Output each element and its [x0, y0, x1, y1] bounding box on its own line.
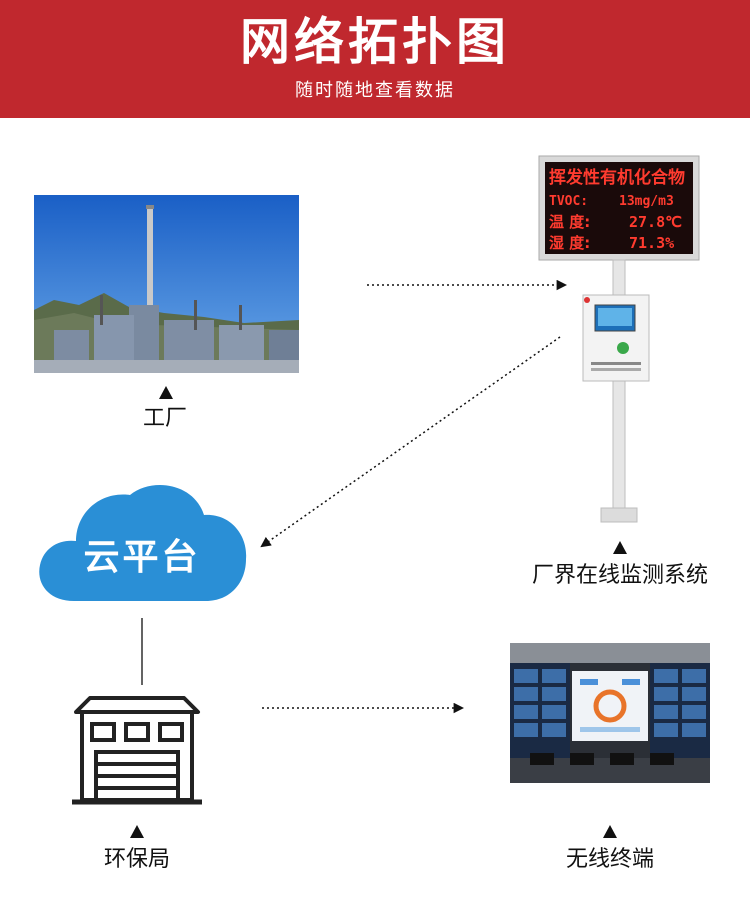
led-temp-name: 温 度: — [549, 213, 590, 231]
epb-label: 环保局 — [103, 847, 170, 872]
led-tvoc-value: 13mg/m3 — [619, 194, 674, 209]
factory-label: 工厂 — [142, 406, 187, 431]
led-line-title: 挥发性有机化合物 — [549, 167, 685, 188]
triangle-marker-factory — [159, 386, 173, 399]
factory-photo — [34, 195, 299, 373]
led-temp-value: 27.8℃ — [629, 213, 682, 231]
triangle-marker-epb — [130, 825, 144, 838]
terminal-photo — [510, 643, 710, 783]
triangle-marker-monitor — [613, 541, 627, 554]
led-tvoc-name: TVOC: — [549, 194, 588, 209]
cloud-icon — [39, 484, 247, 601]
monitor-label: 厂界在线监测系统 — [531, 563, 708, 588]
led-humidity-name: 湿 度: — [549, 234, 590, 252]
epb-building-icon — [72, 690, 202, 805]
triangle-marker-terminal — [603, 825, 617, 838]
led-humidity-value: 71.3% — [629, 234, 674, 252]
terminal-label: 无线终端 — [565, 847, 654, 872]
page-subtitle: 随时随地查看数据 — [295, 80, 455, 101]
page-title: 网络拓扑图 — [240, 13, 510, 71]
cloud-label: 云平台 — [83, 537, 201, 578]
cloud-platform: 云平台 — [34, 473, 250, 605]
arrow-monitor-to-cloud — [260, 336, 561, 548]
monitoring-station: 挥发性有机化合物 TVOC: 13mg/m3 温 度: 27.8℃ 湿 度: 7… — [535, 152, 705, 532]
header-banner: 网络拓扑图 随时随地查看数据 — [0, 0, 750, 118]
